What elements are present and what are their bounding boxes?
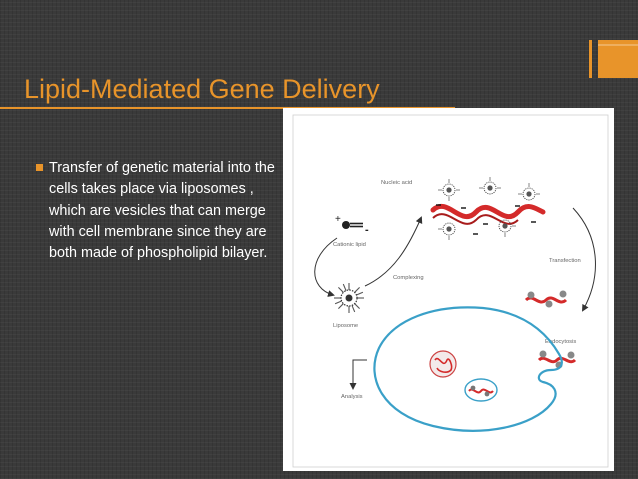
- label-liposome: Liposome: [333, 323, 358, 329]
- endosome: [464, 378, 498, 402]
- label-nucleic-acid: Nucleic acid: [381, 180, 412, 186]
- nucleus: [429, 350, 457, 378]
- label-cationic-lipid: Cationic lipid: [333, 242, 366, 248]
- cationic-lipid-molecule: + -: [335, 214, 369, 236]
- bullet-item: Transfer of genetic material into the ce…: [36, 158, 276, 264]
- bullet-list: Transfer of genetic material into the ce…: [36, 158, 276, 264]
- square-bullet-icon: [36, 164, 43, 171]
- label-endocytosis: Endocytosis: [545, 339, 576, 345]
- lipoplex-complex: [430, 177, 546, 240]
- liposome-icon: [334, 283, 364, 313]
- label-complexing: Complexing: [393, 275, 424, 281]
- cell-membrane: [373, 306, 563, 432]
- minus-charge: -: [365, 224, 369, 236]
- arrow-transfection: [572, 207, 596, 312]
- label-transfection: Transfection: [549, 258, 581, 264]
- arrow-analysis: [349, 359, 367, 390]
- arrow-complexing: [364, 216, 423, 287]
- figure-border: [292, 114, 609, 468]
- decorative-bar-thick: [598, 40, 638, 78]
- title-underline: [0, 107, 455, 109]
- arrow-to-liposome: [314, 237, 338, 297]
- slide-title: Lipid-Mediated Gene Delivery: [24, 74, 380, 104]
- figure-frame: Nucleic acid Cationic lipid Complexing T…: [283, 108, 614, 471]
- lipofection-diagram: Nucleic acid Cationic lipid Complexing T…: [292, 114, 609, 468]
- label-analysis: Analysis: [341, 394, 363, 400]
- plus-charge: +: [335, 214, 341, 225]
- bullet-text: Transfer of genetic material into the ce…: [49, 160, 275, 262]
- decorative-bar-thin: [589, 40, 592, 78]
- entering-complexes: [524, 290, 577, 369]
